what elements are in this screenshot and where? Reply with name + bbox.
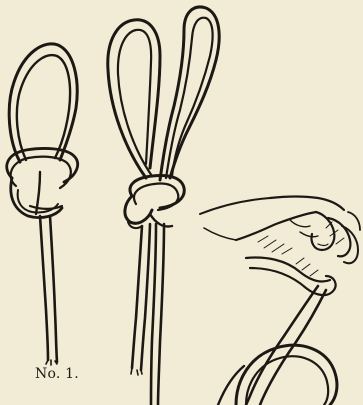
middle-rope-tails (131, 224, 164, 405)
middle-rope-right-loop (160, 7, 219, 180)
figure-caption: No. 1. (35, 366, 79, 382)
middle-rope-knot (125, 176, 184, 229)
left-rope-loop (9, 44, 77, 162)
hand (200, 197, 360, 296)
left-rope-tail (40, 216, 57, 365)
middle-rope-left-loop (108, 20, 160, 178)
hand-held-rope (218, 286, 337, 405)
